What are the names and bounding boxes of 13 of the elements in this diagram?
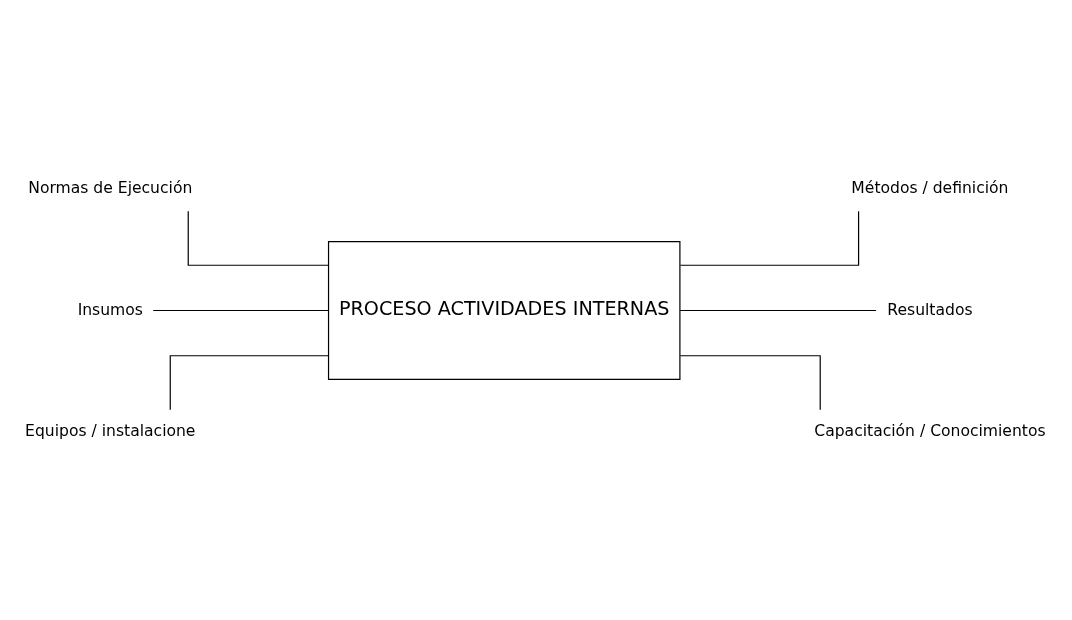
node-text: Métodos / definición (851, 178, 1009, 197)
connector (152, 309, 329, 311)
connector (679, 309, 877, 311)
connector (187, 210, 329, 266)
node-text: Insumos (77, 300, 143, 319)
connector (679, 210, 860, 266)
connector (679, 354, 821, 410)
node-box: PROCESO ACTIVIDADES INTERNAS (327, 240, 681, 380)
node-text: Normas de Ejecución (28, 178, 193, 197)
node-text: Resultados (887, 300, 973, 319)
node-text: Capacitación / Conocimientos (814, 421, 1046, 440)
connector (169, 354, 330, 410)
node-text: Equipos / instalacione (25, 421, 196, 440)
